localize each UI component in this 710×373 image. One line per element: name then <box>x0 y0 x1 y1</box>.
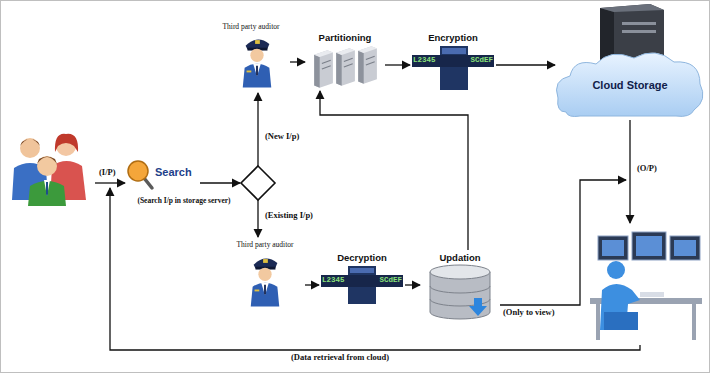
flow-label: (Only to view) <box>502 308 555 318</box>
users-icon <box>12 134 86 206</box>
flow-label: (New I/p) <box>264 132 300 142</box>
node-text: Updation <box>439 252 480 263</box>
auditor-icon <box>243 40 272 88</box>
svg-text:​: ​ <box>138 164 139 179</box>
flow-label: (O/P) <box>636 164 658 174</box>
node-text: Third party auditor <box>222 22 279 31</box>
node-text: L2345 <box>413 56 436 64</box>
cloud-node: Cloud Storage <box>555 4 705 120</box>
node-text: Cloud Storage <box>592 79 667 91</box>
flow-arrow <box>496 64 555 65</box>
search-node: Search (Search I/p in storage server) <box>125 158 243 208</box>
flow-arrow <box>305 284 319 285</box>
process-box: Partitioning <box>305 30 385 90</box>
process-box: EncryptionL2345 SCdEF <box>410 30 496 92</box>
decision-diamond <box>241 166 275 200</box>
node-text: SCdEF <box>470 56 493 64</box>
node-text: Encryption <box>428 32 478 43</box>
cloud-storage-icon <box>557 4 703 117</box>
node-text: Partitioning <box>319 32 372 43</box>
flow-arrow <box>385 64 410 65</box>
node-text: (Search I/p in storage server) <box>137 196 230 205</box>
flow-label: (Existing I/p) <box>264 211 314 221</box>
flow-arrow <box>320 91 468 250</box>
node-text: L2345 <box>322 276 345 284</box>
database-icon <box>430 265 490 319</box>
decryption-device <box>321 266 403 304</box>
node-text: Search <box>155 166 192 178</box>
auditor-node: Third party auditor <box>212 20 290 90</box>
flow-arrow <box>290 61 305 62</box>
flow-arrow <box>405 284 420 285</box>
flow-label: (Data retrieval from cloud) <box>290 353 390 363</box>
node-text: Third party auditor <box>236 240 293 249</box>
auditor-node: Third party auditor <box>225 238 305 310</box>
operator-icon <box>590 232 702 340</box>
auditor-icon <box>251 259 280 307</box>
magnifier-icon: ​ <box>128 161 152 188</box>
database-node: Updation <box>420 250 500 325</box>
encryption-device <box>412 46 494 90</box>
process-box: DecryptionL2345 SCdEF <box>319 250 405 306</box>
node-text: Decryption <box>337 252 387 263</box>
layout-arrows <box>95 93 640 350</box>
server-icons <box>314 46 377 87</box>
node-text: SCdEF <box>379 276 402 284</box>
flow-label: (I/P) <box>98 168 117 178</box>
